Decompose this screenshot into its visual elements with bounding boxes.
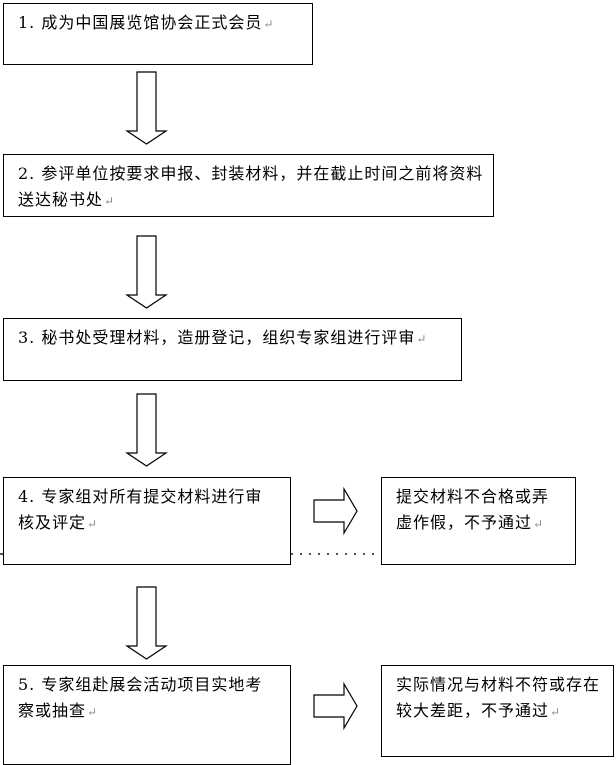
reject-note-1-text: 提交材料不合格或弄虚作假，不予通过	[396, 487, 550, 532]
step-4-box: 4. 专家组对所有提交材料进行审核及评定↵	[3, 477, 291, 565]
reject-note-2-text: 实际情况与材料不符或存在较大差距，不予通过	[396, 675, 601, 720]
paragraph-mark-icon: ↵	[550, 705, 562, 719]
down-arrow-2	[125, 235, 168, 309]
right-arrow-2	[313, 681, 358, 731]
step-2-text: 2. 参评单位按要求申报、封装材料，并在截止时间之前将资料送达秘书处	[18, 164, 484, 209]
paragraph-mark-icon: ↵	[263, 17, 275, 31]
step-5-text: 5. 专家组赴展会活动项目实地考察或抽查	[18, 675, 263, 720]
down-arrow-4	[125, 586, 168, 660]
paragraph-mark-icon: ↵	[416, 332, 428, 346]
step-3-text: 3. 秘书处受理材料，造册登记，组织专家组进行评审	[18, 328, 416, 347]
step-2-box: 2. 参评单位按要求申报、封装材料，并在截止时间之前将资料送达秘书处↵	[3, 154, 494, 217]
step-1-text: 1. 成为中国展览馆协会正式会员	[18, 13, 263, 32]
step-1-box: 1. 成为中国展览馆协会正式会员↵	[3, 3, 313, 65]
paragraph-mark-icon: ↵	[87, 705, 99, 719]
down-arrow-3	[125, 393, 168, 467]
reject-note-2-box: 实际情况与材料不符或存在较大差距，不予通过↵	[381, 665, 614, 757]
paragraph-mark-icon: ↵	[533, 517, 545, 531]
right-arrow-1	[313, 486, 358, 536]
step-3-box: 3. 秘书处受理材料，造册登记，组织专家组进行评审↵	[3, 318, 462, 381]
paragraph-mark-icon: ↵	[87, 517, 99, 531]
reject-note-1-box: 提交材料不合格或弄虚作假，不予通过↵	[381, 477, 576, 565]
step-5-box: 5. 专家组赴展会活动项目实地考察或抽查↵	[3, 665, 291, 765]
down-arrow-1	[125, 71, 168, 145]
step-4-text: 4. 专家组对所有提交材料进行审核及评定	[18, 487, 263, 532]
paragraph-mark-icon: ↵	[104, 194, 116, 208]
